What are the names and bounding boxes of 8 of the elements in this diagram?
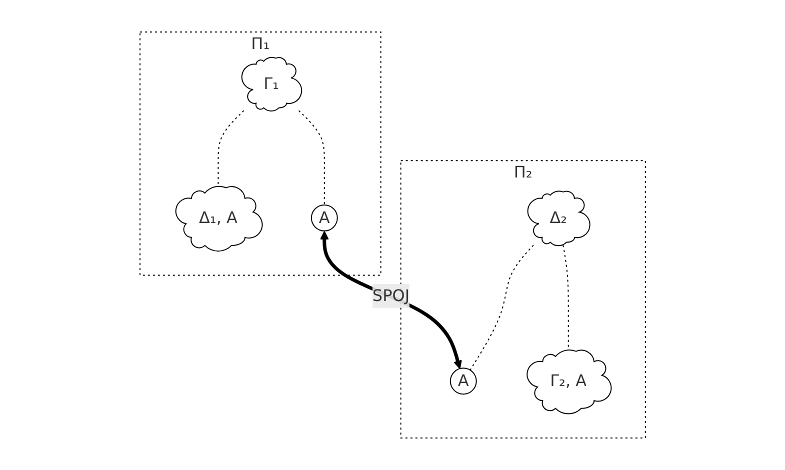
connector bbox=[562, 244, 569, 350]
arrow bbox=[320, 230, 462, 370]
edge-label: SPOJ bbox=[372, 286, 410, 305]
connector bbox=[298, 110, 325, 206]
node-circle: A bbox=[310, 204, 338, 232]
connector bbox=[218, 110, 244, 186]
connector bbox=[469, 244, 534, 371]
node-circle: A bbox=[450, 368, 477, 395]
